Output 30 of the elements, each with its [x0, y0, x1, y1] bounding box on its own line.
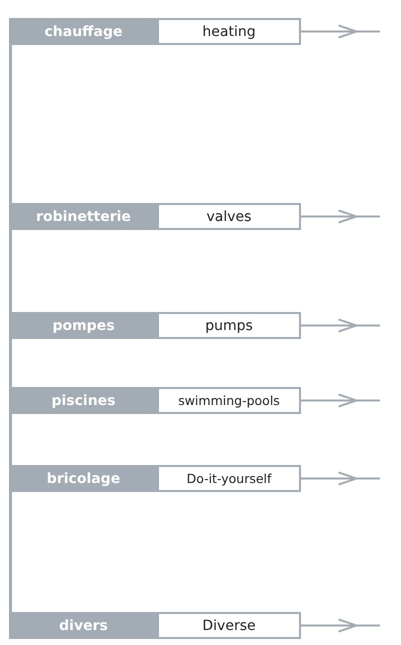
box-label: robinetterie [36, 208, 131, 224]
arrow [301, 24, 381, 38]
arrow [301, 394, 381, 408]
box-label: Diverse [202, 618, 256, 634]
translation-box [157, 18, 301, 45]
box-label: heating [202, 24, 256, 40]
category-box [10, 387, 157, 414]
box-label: bricolage [46, 470, 120, 486]
category-box [10, 312, 157, 339]
box-label: swimming-pools [178, 393, 280, 408]
arrow [301, 618, 381, 632]
category-box [10, 18, 157, 45]
translation-box [157, 387, 301, 414]
box-label: pompes [52, 318, 115, 334]
arrow [301, 472, 381, 486]
box-label: pumps [205, 318, 253, 334]
category-box [10, 203, 157, 230]
box-label: Do-it-yourself [186, 471, 272, 486]
box-label: divers [59, 618, 108, 634]
box-label: valves [206, 208, 252, 224]
translation-box [157, 612, 301, 639]
arrow [301, 318, 381, 332]
arrow [301, 210, 381, 224]
translation-box [157, 465, 301, 492]
box-label: piscines [51, 392, 116, 408]
box-label: chauffage [44, 24, 122, 40]
translation-box [157, 203, 301, 230]
category-box [10, 465, 157, 492]
category-box [10, 612, 157, 639]
translation-box [157, 312, 301, 339]
